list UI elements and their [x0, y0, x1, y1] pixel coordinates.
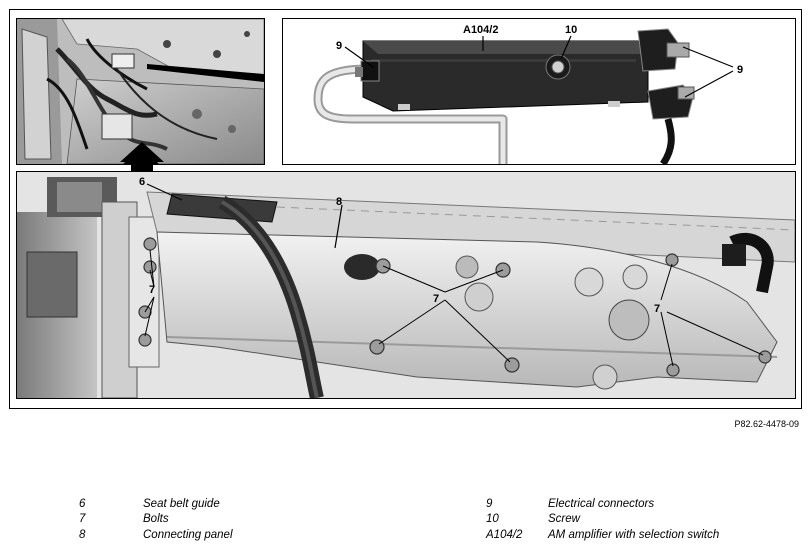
- legend-description: AM amplifier with selection switch: [548, 529, 720, 541]
- amplifier-detail-inset: 9 A104/2 10 9: [282, 18, 796, 165]
- legend-description: Connecting panel: [143, 529, 233, 541]
- legend-description: Screw: [548, 513, 580, 525]
- direction-arrow: [120, 142, 164, 162]
- direction-arrow-stem: [131, 160, 153, 172]
- callout-seat-belt-guide: 6: [139, 176, 145, 188]
- callout-bolts-left: 7: [149, 284, 155, 296]
- legend-number: 7: [79, 513, 86, 525]
- callout-screw: 10: [565, 24, 577, 36]
- legend-number: 9: [486, 498, 493, 510]
- callout-connecting-panel: 8: [336, 196, 342, 208]
- overview-inset: [16, 18, 265, 165]
- figure-id: P82.62-4478-09: [734, 419, 799, 429]
- legend-description: Bolts: [143, 513, 169, 525]
- callout-bolts-center: 7: [433, 293, 439, 305]
- legend-number: 6: [79, 498, 86, 510]
- legend-description: Electrical connectors: [548, 498, 655, 510]
- callout-amplifier: A104/2: [463, 24, 498, 36]
- connecting-panel-illustration: 6 8 7 7 7: [17, 172, 795, 398]
- callout-electrical-connectors-left: 9: [336, 40, 342, 52]
- legend-number: 10: [486, 513, 499, 525]
- callout-electrical-connectors-right: 9: [737, 64, 743, 76]
- callout-bolts-right: 7: [654, 303, 660, 315]
- amplifier-illustration: 9 A104/2 10 9: [313, 24, 743, 164]
- legend-description: Seat belt guide: [143, 498, 220, 510]
- overview-illustration: [17, 19, 264, 164]
- legend-number: 8: [79, 529, 86, 541]
- legend-number: A104/2: [486, 529, 523, 541]
- connecting-panel-view: 6 8 7 7 7: [16, 171, 796, 399]
